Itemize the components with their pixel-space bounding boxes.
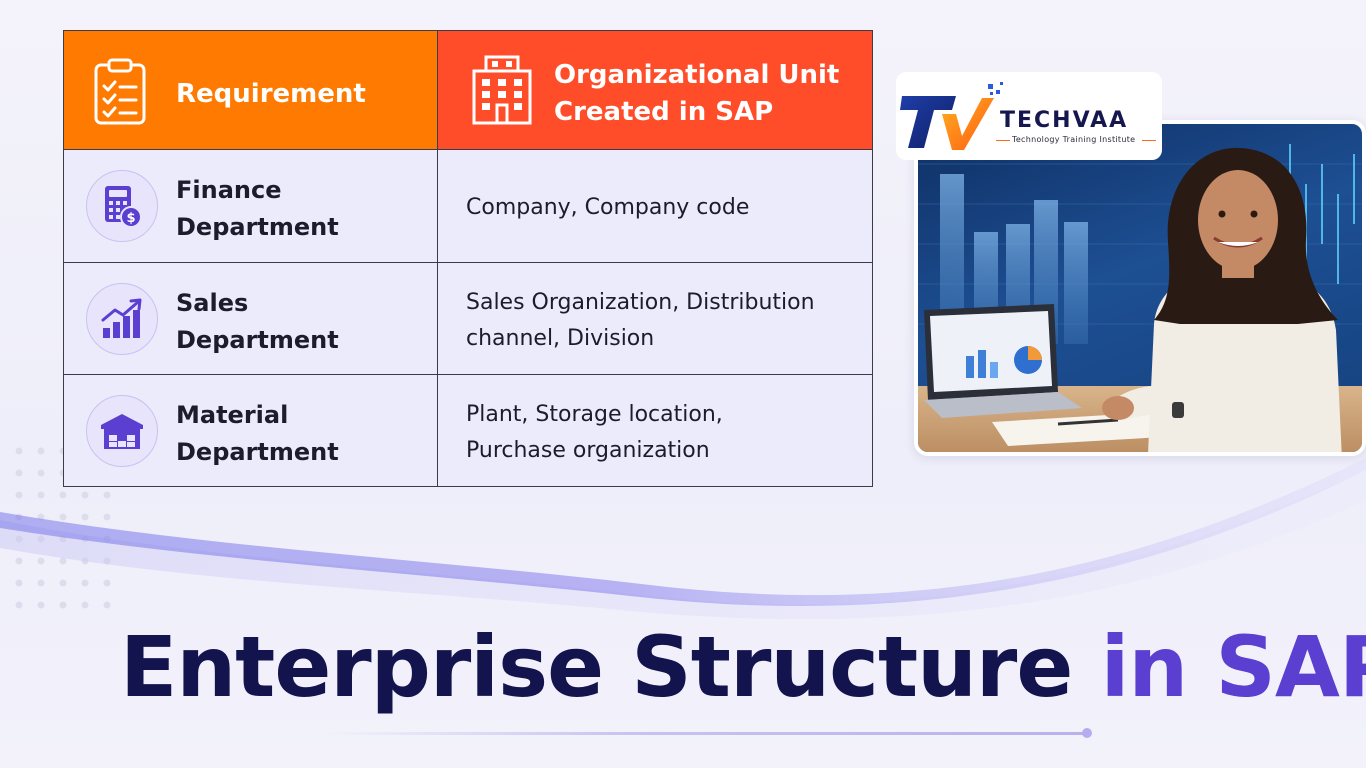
unit-material: Plant, Storage location, Purchase organi… (466, 402, 723, 463)
techvaa-logo-mark (900, 82, 1003, 150)
unit-finance: Company, Company code (466, 195, 750, 220)
techvaa-logo: TECHVAA Technology Training Institute (896, 72, 1162, 160)
calculator-dollar-icon: $ (105, 186, 142, 228)
title-underline-dot (1082, 728, 1092, 738)
instructor-photo (914, 120, 1366, 456)
dept-material: Material Department (176, 401, 339, 466)
header-requirement-label: Requirement (176, 79, 366, 109)
svg-text:$: $ (126, 211, 135, 226)
title-underline (325, 732, 1087, 735)
unit-sales: Sales Organization, Distribution channel… (466, 290, 815, 351)
page-title: Enterprise Structure in SAP (120, 618, 1366, 716)
dept-finance: Finance Department (176, 176, 339, 241)
photo-illustration (918, 144, 1362, 452)
checklist-clipboard-icon (94, 58, 146, 125)
office-building-icon (472, 55, 532, 125)
logo-tagline: Technology Training Institute (1012, 135, 1136, 144)
table-row-material: Material Department Plant, Storage locat… (64, 374, 872, 486)
header-organizational-unit: Organizational Unit Created in SAP (437, 31, 872, 149)
header-unit-label: Organizational Unit Created in SAP (554, 60, 840, 127)
growth-chart-icon (101, 298, 142, 338)
header-requirement: Requirement (64, 31, 437, 149)
dept-sales: Sales Department (176, 289, 339, 354)
table-row-finance: $ Finance Department Company, Company co… (64, 149, 872, 262)
warehouse-icon (101, 414, 143, 449)
table-row-sales: Sales Department Sales Organization, Dis… (64, 262, 872, 374)
logo-name: TECHVAA (1000, 108, 1129, 133)
requirements-table: Requirement Organizational Unit Created … (63, 30, 873, 487)
